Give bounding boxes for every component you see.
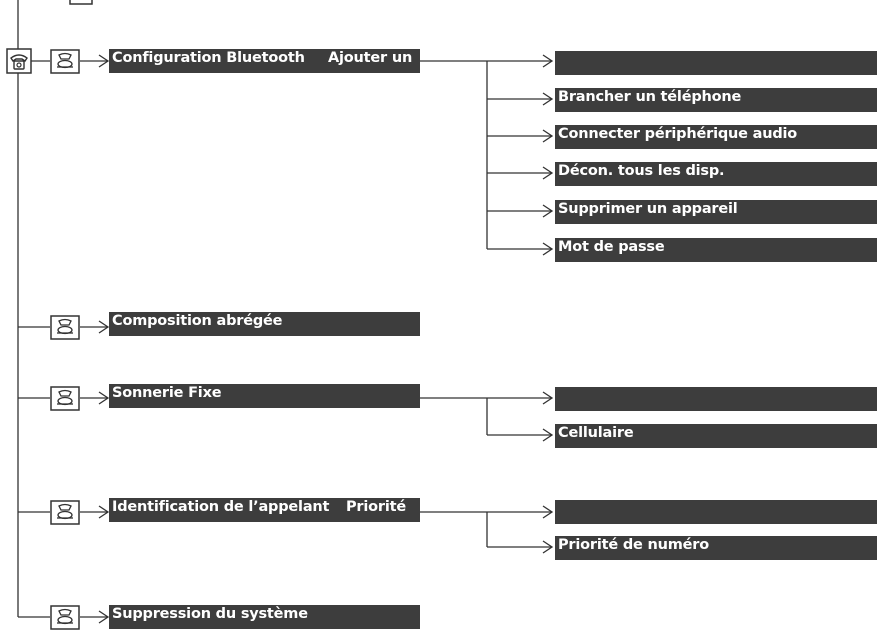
submenu-label: Mot de passe: [558, 239, 665, 255]
phone-handset-icon: [50, 500, 80, 525]
menu-label: Configuration Bluetooth: [112, 50, 305, 66]
submenu-bluetooth-4: Supprimer un appareil: [555, 200, 877, 224]
menu-label: Composition abrégée: [112, 313, 283, 329]
submenu-ringtone-1: Cellulaire: [555, 424, 877, 448]
top-cut-strip: [69, 0, 93, 5]
menu-label: Suppression du système: [112, 606, 308, 622]
phone-handset-icon: [50, 605, 80, 630]
menu-caller-id-overflow: Priorité: [344, 498, 484, 522]
phone-icon: [6, 48, 32, 74]
submenu-bluetooth-0: [555, 51, 877, 75]
phone-handset-icon: [50, 386, 80, 411]
menu-label-overflow: Ajouter un: [328, 50, 413, 66]
menu-caller-id: Identification de l’appelant: [109, 498, 420, 522]
submenu-label: Brancher un téléphone: [558, 89, 742, 105]
submenu-label: Connecter périphérique audio: [558, 126, 798, 142]
submenu-label: Décon. tous les disp.: [558, 163, 725, 179]
submenu-bluetooth-5: Mot de passe: [555, 238, 877, 262]
menu-speed-dial: Composition abrégée: [109, 312, 420, 336]
submenu-ringtone-0: [555, 387, 877, 411]
menu-bluetooth-setup-overflow: Ajouter un: [318, 49, 422, 73]
submenu-bluetooth-3: Décon. tous les disp.: [555, 162, 877, 186]
submenu-bluetooth-1: Brancher un téléphone: [555, 88, 877, 112]
submenu-caller-id-0: [555, 500, 877, 524]
phone-handset-icon: [50, 315, 80, 340]
menu-bluetooth-setup: Configuration Bluetooth: [109, 49, 420, 73]
phone-handset-icon: [50, 49, 80, 74]
menu-label: Identification de l’appelant: [112, 499, 330, 515]
menu-ringtone: Sonnerie Fixe: [109, 384, 420, 408]
submenu-label: Priorité de numéro: [558, 537, 710, 553]
menu-label: Sonnerie Fixe: [112, 385, 222, 401]
submenu-bluetooth-2: Connecter périphérique audio: [555, 125, 877, 149]
submenu-label: Cellulaire: [558, 425, 634, 441]
submenu-caller-id-1: Priorité de numéro: [555, 536, 877, 560]
menu-system-clear: Suppression du système: [109, 605, 420, 629]
submenu-label: Supprimer un appareil: [558, 201, 738, 217]
menu-label-overflow: Priorité: [346, 499, 406, 515]
